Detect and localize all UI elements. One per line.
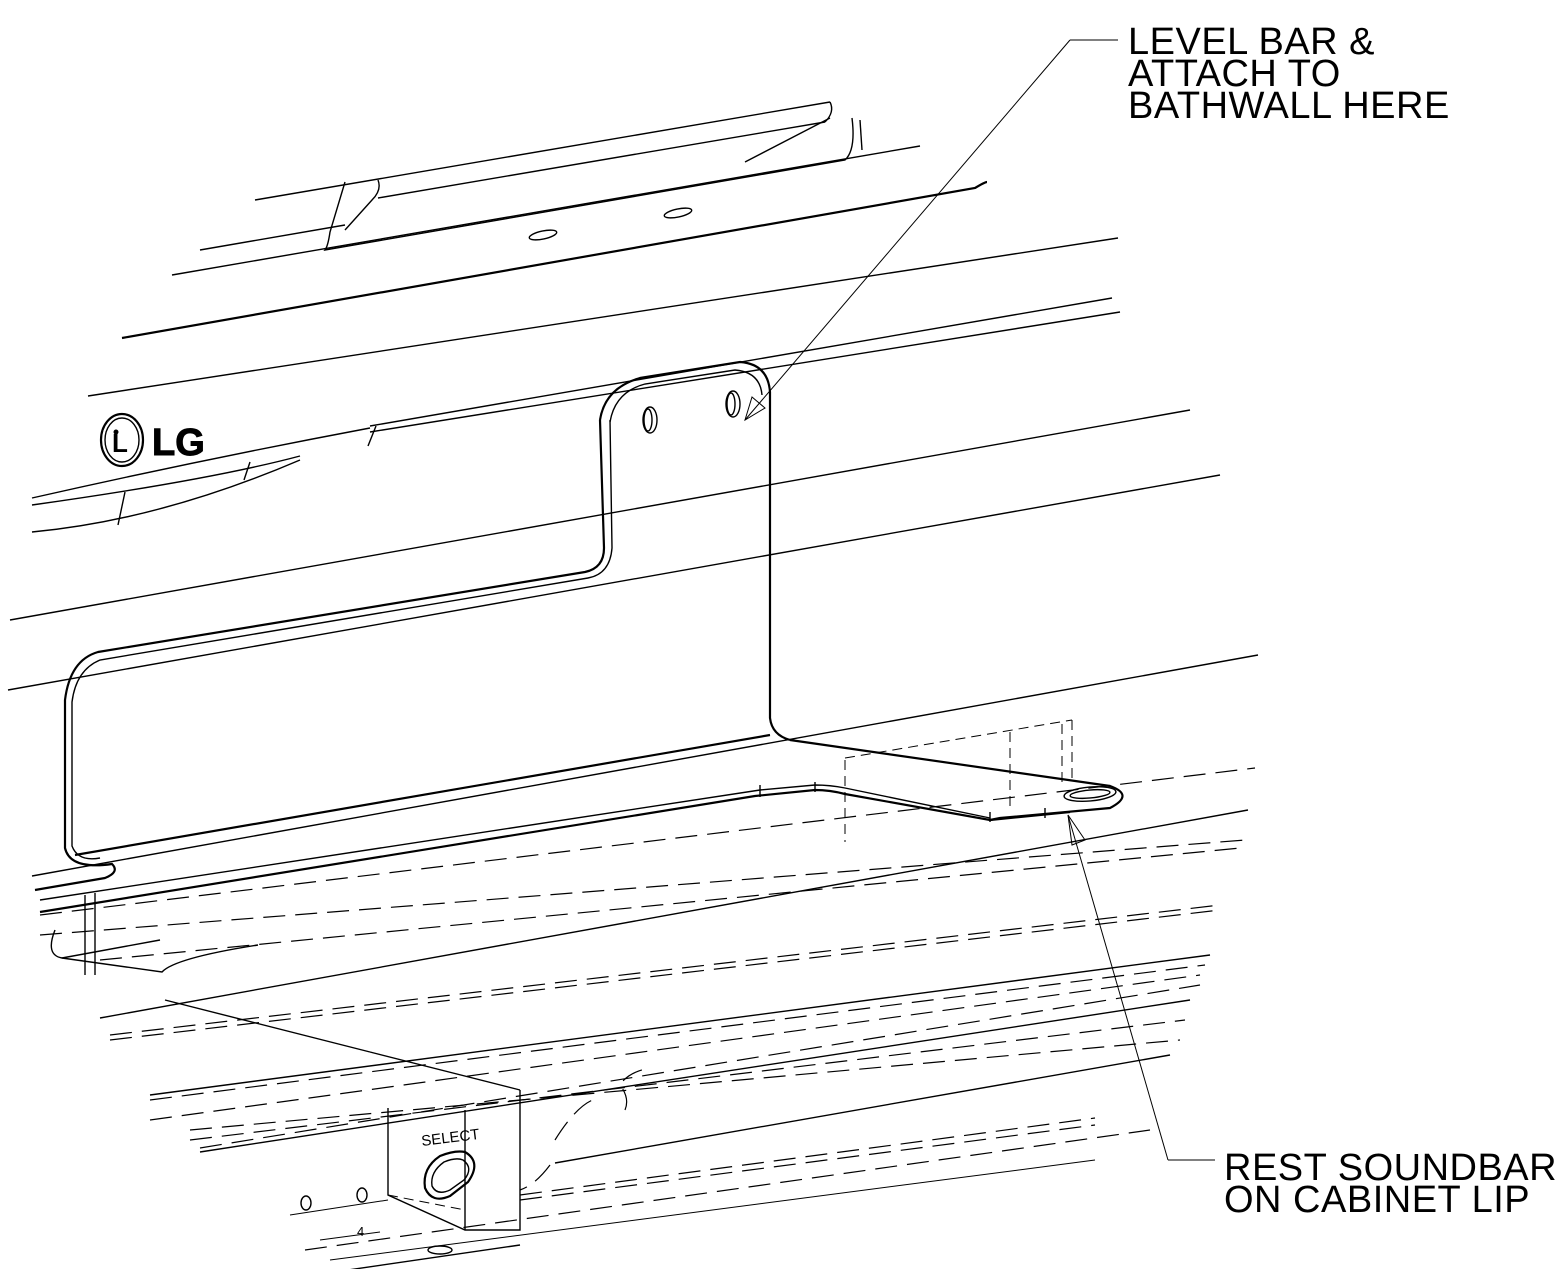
callout-level-bar: LEVEL BAR & ATTACH TO BATHWALL HERE xyxy=(1128,21,1450,127)
callout-rest-soundbar-line-1: REST SOUNDBAR xyxy=(1224,1147,1558,1189)
part-number: 4 xyxy=(357,1224,364,1239)
leader-bottom xyxy=(1067,814,1215,1161)
top-rail xyxy=(87,101,1119,397)
select-label: SELECT xyxy=(420,1126,480,1150)
logo-text: LG xyxy=(152,422,205,464)
callout-rest-soundbar-line-2: ON CABINET LIP xyxy=(1224,1179,1531,1221)
callout-rest-soundbar: REST SOUNDBAR ON CABINET LIP xyxy=(1224,1147,1558,1221)
soundbar-body xyxy=(7,297,1259,877)
callout-level-bar-line-3: BATHWALL HERE xyxy=(1128,85,1450,127)
svg-text:L: L xyxy=(112,428,128,458)
callout-level-bar-line-1: LEVEL BAR & xyxy=(1128,21,1375,63)
cabinet-hidden-lines xyxy=(39,719,1256,1269)
leader-top xyxy=(744,39,1118,422)
control-panel: SELECT 4 xyxy=(289,1090,521,1255)
lg-logo: L LG xyxy=(99,412,205,468)
callout-level-bar-line-2: ATTACH TO xyxy=(1128,53,1341,95)
